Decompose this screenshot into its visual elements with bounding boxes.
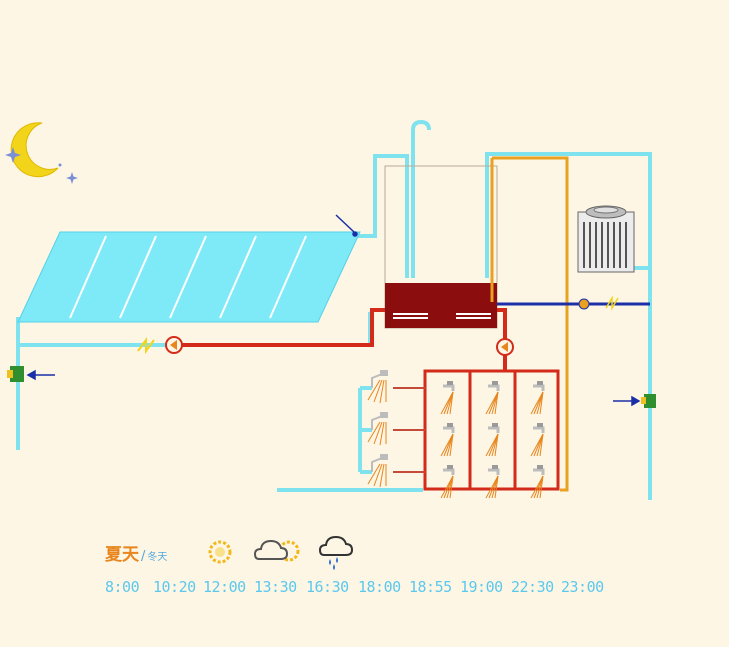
circulation-pump-icon: [496, 338, 514, 356]
faucet-icon: [530, 465, 545, 499]
season-summer[interactable]: 夏天: [105, 545, 139, 565]
faucet-icon: [530, 381, 545, 415]
heat-exchanger-coil: [393, 313, 491, 319]
season-winter[interactable]: 冬天: [147, 552, 168, 563]
season-separator: /: [141, 549, 146, 564]
faucet-icon: [485, 423, 500, 457]
flow-arrow-icon: [613, 395, 641, 407]
shower-feed-lines: [393, 387, 425, 473]
time-option[interactable]: 8:00: [105, 578, 140, 596]
time-option[interactable]: 18:00: [358, 578, 401, 596]
flow-arrow-icon: [335, 214, 358, 237]
faucet-icon: [485, 381, 500, 415]
shower-head-icon: [367, 454, 388, 488]
time-option[interactable]: 16:30: [306, 578, 349, 596]
sun-icon[interactable]: [202, 535, 238, 569]
faucet-icon: [440, 423, 455, 457]
star-icon: [5, 147, 21, 163]
flow-arrow-icon: [26, 369, 55, 381]
flow-indicator-icon: [605, 295, 619, 311]
circulation-pump-icon: [165, 336, 183, 354]
time-option[interactable]: 13:30: [254, 578, 297, 596]
storage-tank-hot-water: [385, 283, 497, 328]
cloudy-sun-icon[interactable]: [253, 533, 301, 569]
outlet-valve-icon: [641, 394, 656, 408]
shower-head-icon: [367, 370, 388, 404]
shower-head-icon: [367, 412, 388, 446]
solar-collector: [17, 231, 361, 323]
time-option[interactable]: 18:55: [409, 578, 452, 596]
time-option[interactable]: 10:20: [153, 578, 196, 596]
time-option[interactable]: 12:00: [203, 578, 246, 596]
circulation-pump-icon: [578, 298, 590, 310]
faucet-icon: [440, 381, 455, 415]
return-pipe: [490, 156, 569, 492]
faucet-icon: [440, 465, 455, 499]
flow-indicator-icon: [137, 336, 155, 355]
time-option[interactable]: 22:30: [511, 578, 554, 596]
faucet-icon: [530, 423, 545, 457]
star-icon: [58, 163, 78, 184]
rain-cloud-icon[interactable]: [317, 533, 359, 571]
time-option[interactable]: 23:00: [561, 578, 604, 596]
moon-icon: [10, 122, 59, 178]
time-option[interactable]: 19:00: [460, 578, 503, 596]
heat-pump-unit-icon: [577, 205, 635, 273]
inlet-valve-icon: [7, 366, 24, 382]
season-toggle[interactable]: 夏天 / 冬天: [105, 540, 167, 565]
faucet-icon: [485, 465, 500, 499]
